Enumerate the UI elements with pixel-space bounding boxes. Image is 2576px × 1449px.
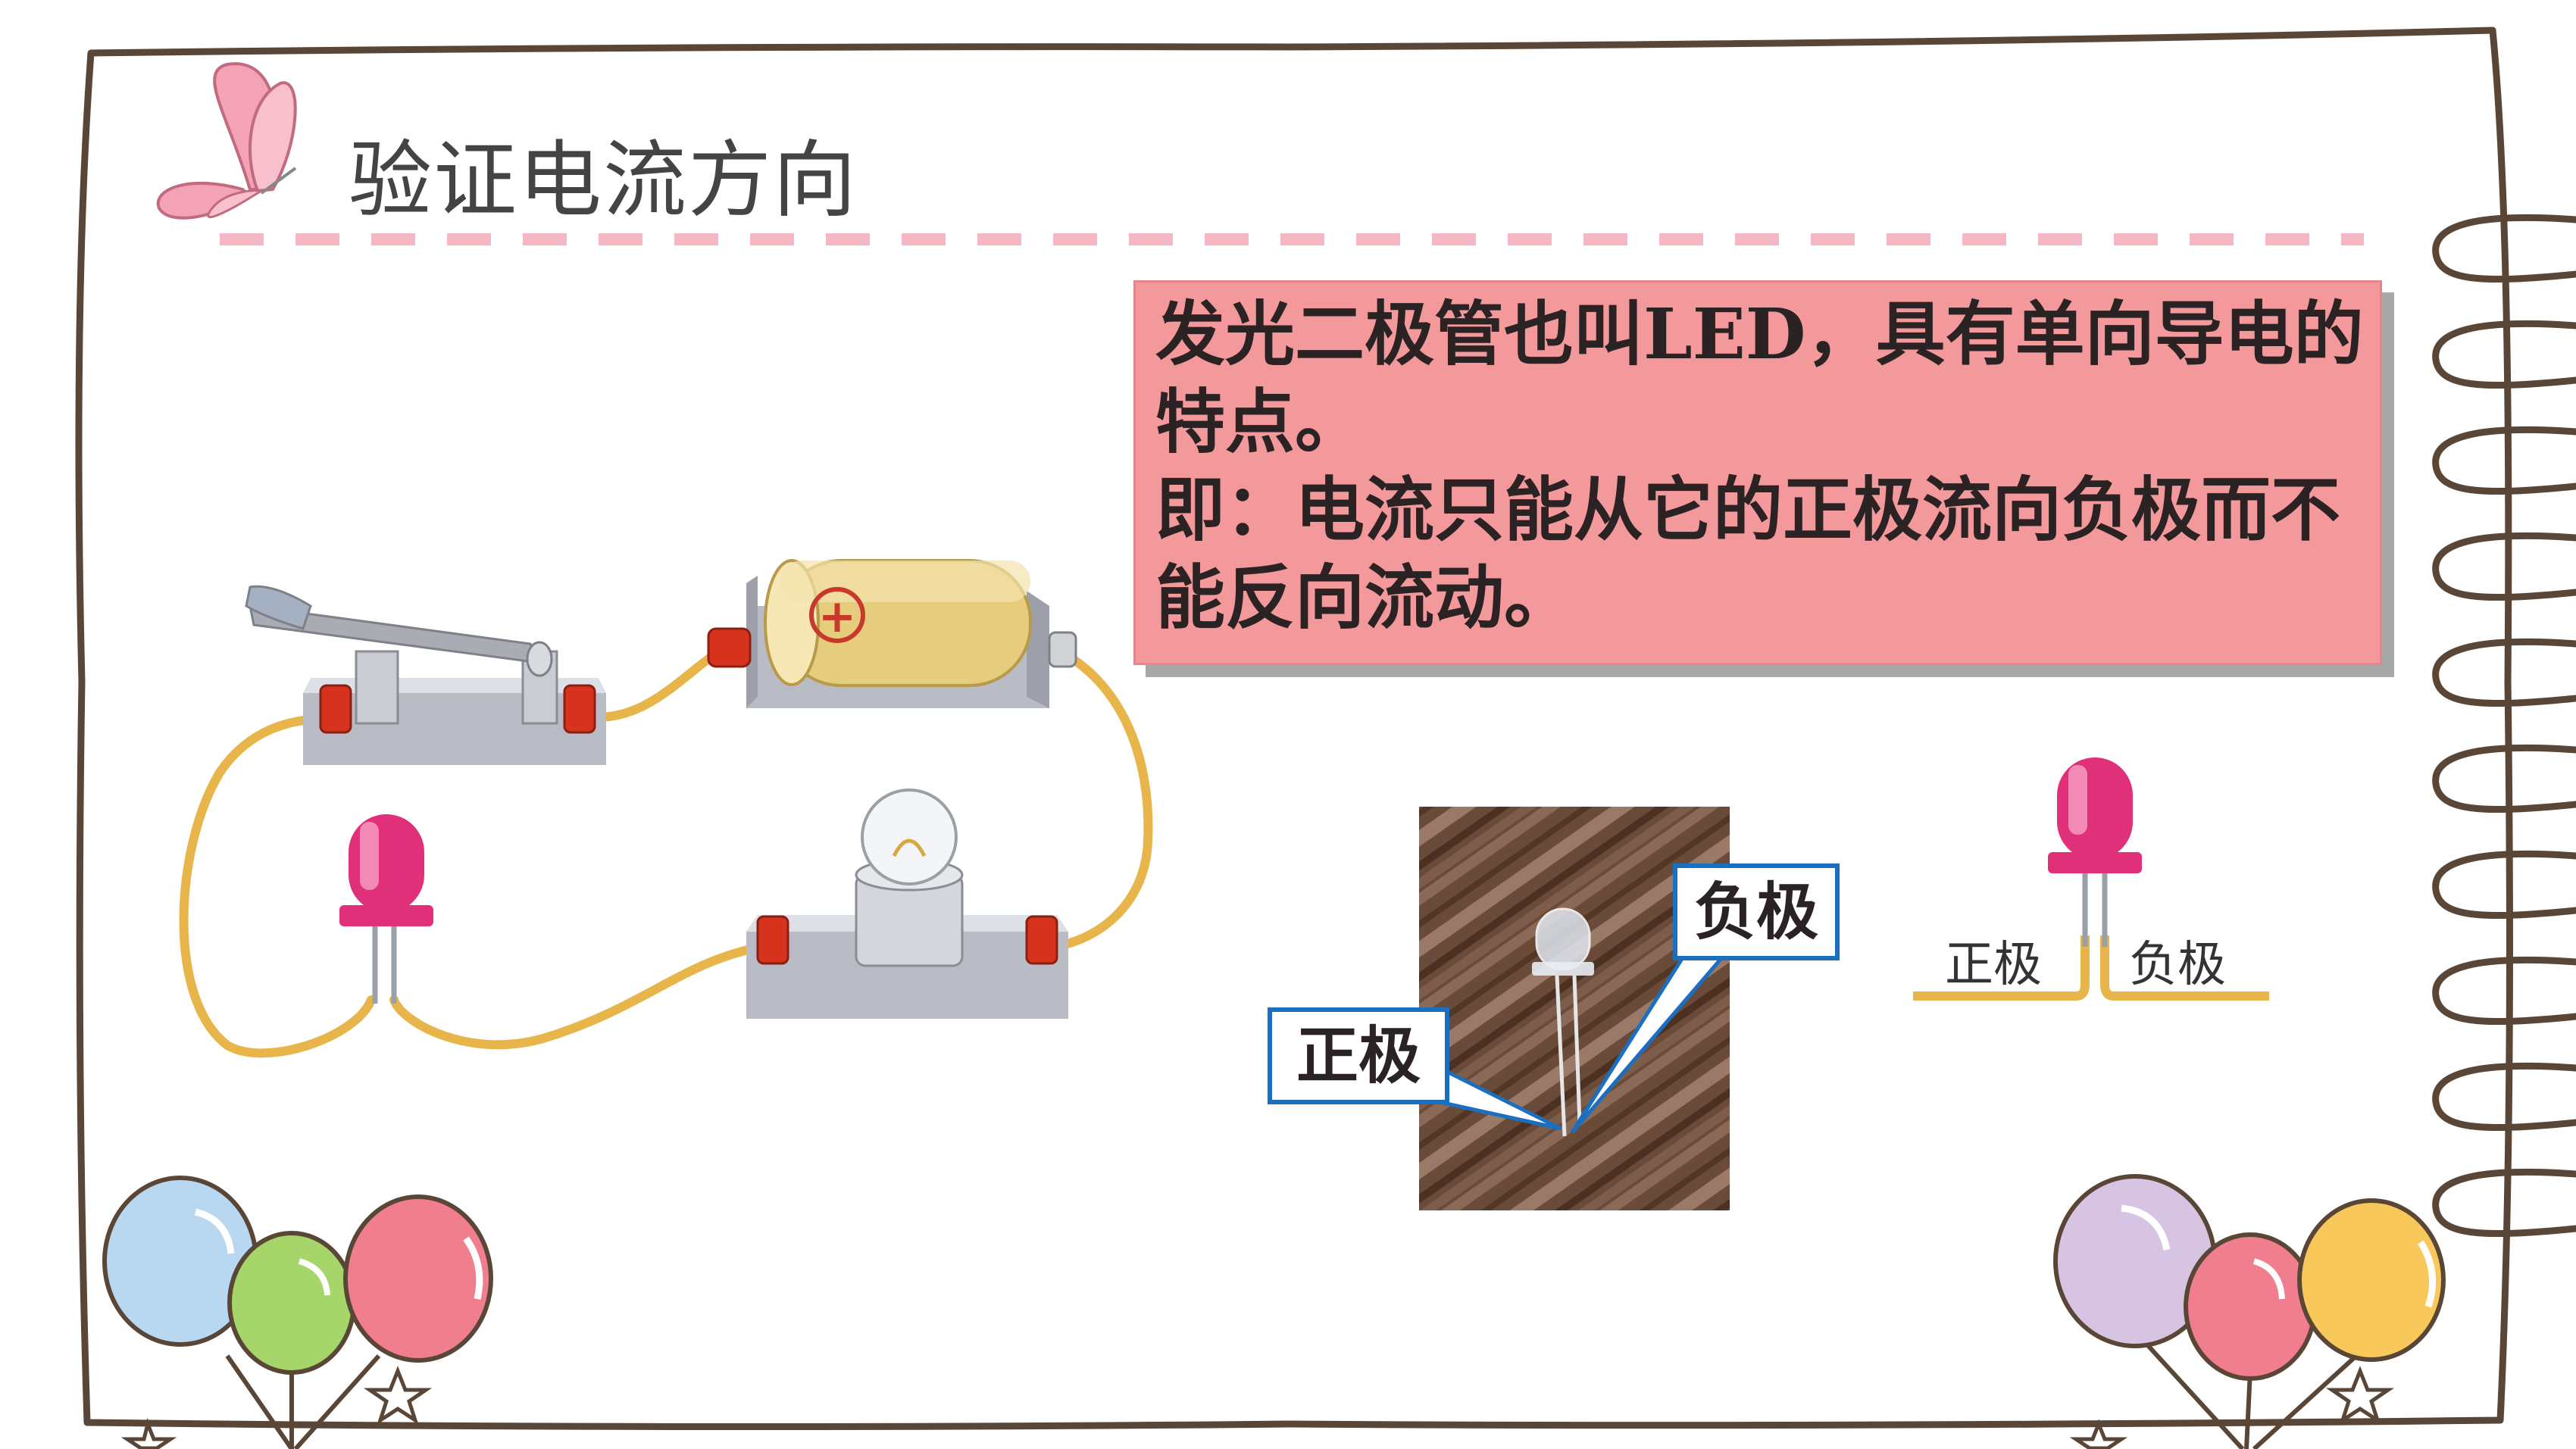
led-illustration <box>339 814 433 1004</box>
diagram-negative-label: 负极 <box>2129 937 2226 993</box>
svg-text:+: + <box>818 590 856 643</box>
balloon-icon <box>2053 1174 2446 1449</box>
info-line-2: 即：电流只能从它的正极流向负极而不能反向流动。 <box>1155 469 2341 639</box>
positive-terminal-label: 正极 <box>1296 1020 1421 1092</box>
info-line-1: 发光二极管也叫LED，具有单向导电的特点。 <box>1155 293 2364 463</box>
page-title: 验证电流方向 <box>349 132 858 229</box>
lamp-illustration <box>746 789 1068 1019</box>
notebook-spirals <box>2432 214 2576 1238</box>
knife-switch-illustration <box>245 585 606 765</box>
battery-illustration: + <box>707 559 1077 708</box>
positive-terminal-callout: 正极 <box>1268 1007 1449 1104</box>
balloon-icon <box>102 1176 493 1449</box>
negative-terminal-callout: 负极 <box>1673 863 1840 960</box>
diagram-positive-label: 正极 <box>1945 937 2042 993</box>
star-icon <box>120 1366 2395 1449</box>
led-info-box: 发光二极管也叫LED，具有单向导电的特点。 即：电流只能从它的正极流向负极而不能… <box>1133 280 2382 665</box>
negative-terminal-label: 负极 <box>1693 876 1818 948</box>
